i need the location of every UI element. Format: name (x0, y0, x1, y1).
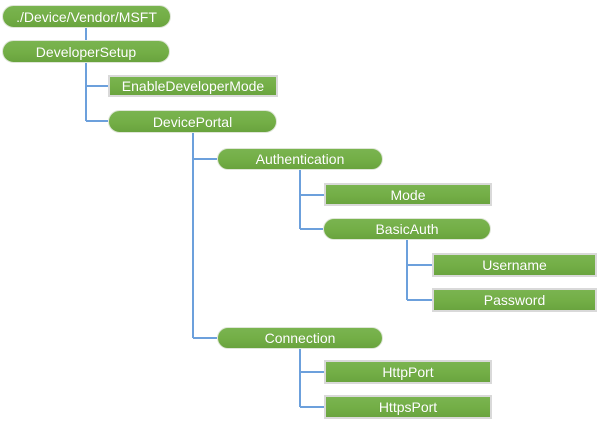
tree-node-label: Username (482, 257, 547, 273)
tree-node-https-port: HttpsPort (324, 395, 492, 419)
tree-node-authentication: Authentication (217, 148, 383, 170)
tree-node-label: Password (483, 292, 546, 308)
tree-node-label: EnableDeveloperMode (121, 78, 265, 94)
tree-node-enable-developer-mode: EnableDeveloperMode (108, 75, 278, 97)
tree-node-http-port: HttpPort (324, 360, 492, 384)
tree-node-label: BasicAuth (375, 221, 439, 237)
tree-node-label: ./Device/Vendor/MSFT (16, 8, 157, 25)
tree-node-label: Mode (390, 186, 426, 203)
tree-node-developer-setup: DeveloperSetup (2, 40, 170, 63)
tree-node-label: DevicePortal (152, 113, 233, 130)
tree-node-root: ./Device/Vendor/MSFT (2, 5, 171, 28)
tree-node-connection: Connection (217, 327, 383, 349)
tree-node-label: HttpPort (382, 364, 434, 380)
tree-node-label: DeveloperSetup (35, 43, 137, 60)
tree-node-label: HttpsPort (378, 399, 438, 415)
tree-node-username: Username (432, 253, 597, 277)
tree-node-label: Connection (264, 330, 336, 346)
tree-node-password: Password (432, 288, 597, 312)
tree-node-label: Authentication (255, 151, 345, 167)
tree-node-basic-auth: BasicAuth (323, 218, 491, 240)
tree-node-mode: Mode (324, 183, 492, 206)
tree-node-device-portal: DevicePortal (108, 110, 277, 133)
